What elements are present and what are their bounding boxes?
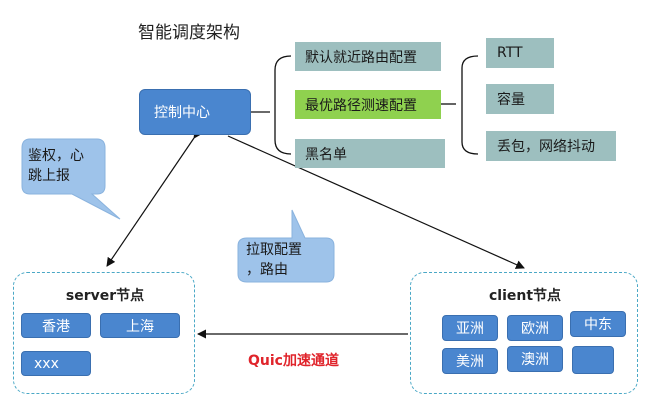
server-node-shanghai: 上海 bbox=[100, 313, 180, 338]
config-blacklist: 黑名单 bbox=[295, 139, 445, 168]
client-panel: client节点 亚洲 欧洲 中东 美洲 澳洲 bbox=[410, 272, 638, 394]
callout-pull-text: 拉取配置 ，路由 bbox=[246, 240, 302, 280]
client-node-oceania: 澳洲 bbox=[507, 346, 563, 372]
quic-channel-label: Quic加速通道 bbox=[248, 353, 339, 369]
callout-auth-text: 鉴权，心 跳上报 bbox=[28, 146, 84, 186]
diagram-title: 智能调度架构 bbox=[138, 23, 240, 43]
callout-auth-line: 鉴权，心 bbox=[28, 148, 84, 164]
arrow-control-client bbox=[227, 135, 525, 269]
callout-pull-shape bbox=[237, 209, 335, 283]
control-center-node: 控制中心 bbox=[139, 89, 251, 135]
client-node-europe: 欧洲 bbox=[507, 315, 563, 341]
metric-rtt: RTT bbox=[486, 38, 554, 68]
callout-auth-line: 跳上报 bbox=[28, 168, 70, 184]
metric-packet-loss-jitter: 丢包，网络抖动 bbox=[486, 131, 616, 161]
server-panel-title: server节点 bbox=[65, 288, 145, 304]
arrow-control-server bbox=[106, 128, 203, 267]
metric-capacity: 容量 bbox=[486, 84, 554, 114]
server-node-hongkong: 香港 bbox=[21, 313, 91, 338]
callout-pull-line: ，路由 bbox=[246, 262, 288, 278]
client-node-middle-east: 中东 bbox=[570, 311, 626, 337]
config-default-route: 默认就近路由配置 bbox=[295, 42, 441, 71]
config-bracket bbox=[251, 55, 292, 155]
server-node-xxx: xxx bbox=[21, 351, 91, 376]
client-node-asia: 亚洲 bbox=[442, 315, 498, 341]
client-panel-title: client节点 bbox=[488, 288, 562, 304]
callout-auth-shape bbox=[21, 138, 121, 220]
callout-pull-line: 拉取配置 bbox=[246, 242, 302, 258]
metrics-bracket bbox=[441, 55, 479, 155]
server-panel: server节点 香港 上海 xxx bbox=[13, 272, 195, 394]
client-node-empty bbox=[572, 346, 614, 374]
client-node-america: 美洲 bbox=[442, 348, 498, 374]
config-best-path: 最优路径测速配置 bbox=[295, 90, 441, 119]
